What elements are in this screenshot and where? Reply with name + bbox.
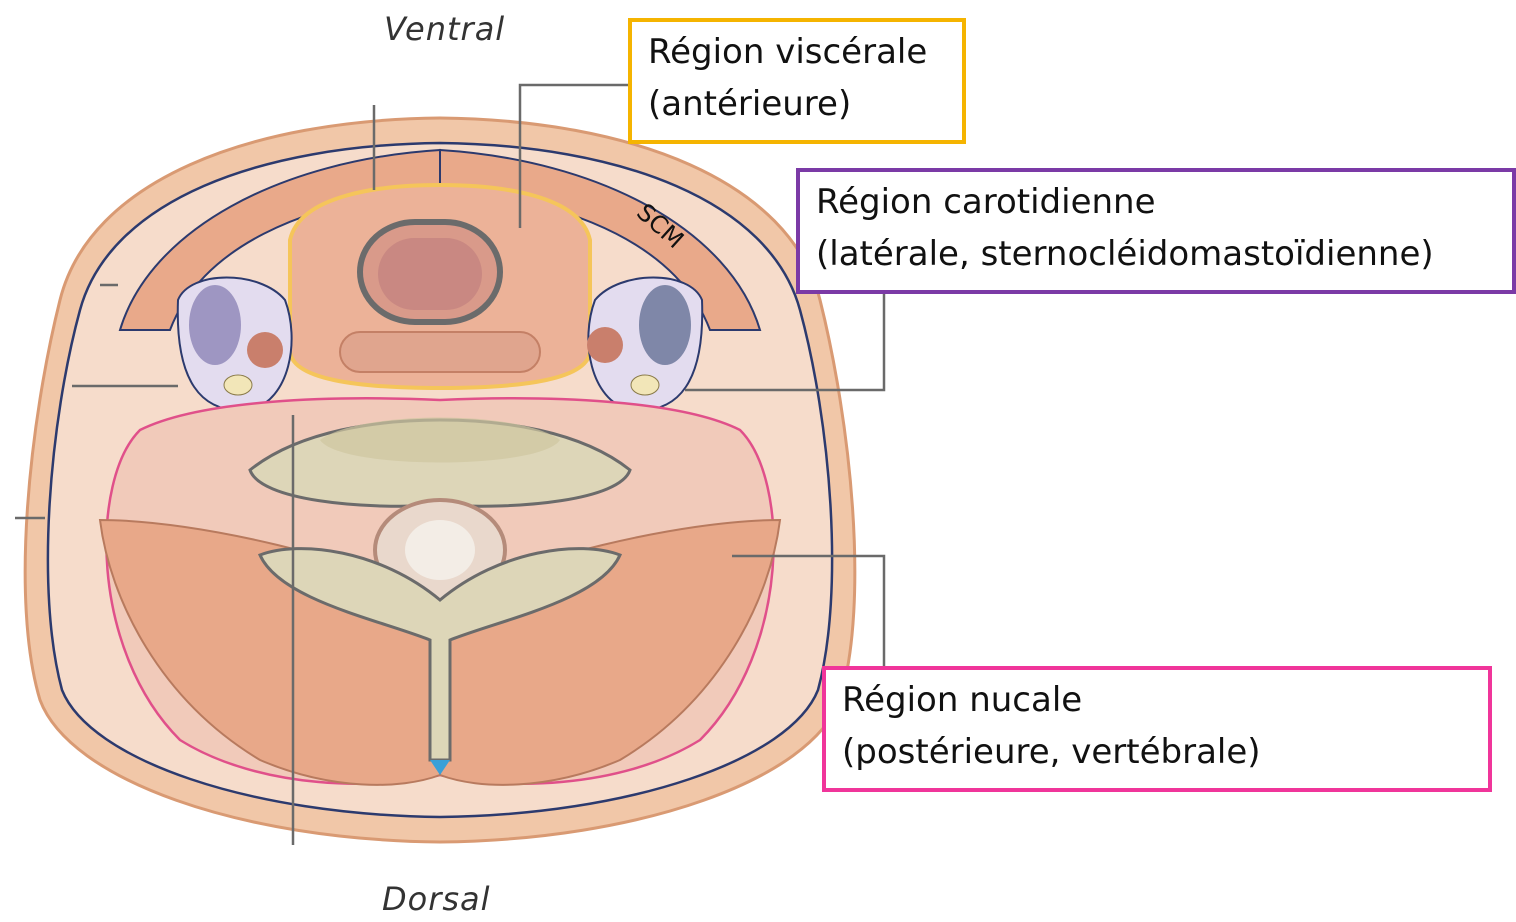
nucal-region-title: Région nucale [842, 674, 1488, 726]
visceral-region-subtitle: (antérieure) [648, 78, 962, 130]
nucal-region-label: Région nucale (postérieure, vertébrale) [822, 666, 1492, 792]
visceral-compartment [290, 185, 590, 388]
carotid-region-subtitle: (latérale, sternocléidomastoïdienne) [816, 228, 1512, 280]
nucal-region-subtitle: (postérieure, vertébrale) [842, 726, 1488, 778]
nucal-compartment [100, 398, 780, 785]
visceral-region-title: Région viscérale [648, 26, 962, 78]
dorsal-label: Dorsal [382, 880, 491, 918]
carotid-region-title: Région carotidienne [816, 176, 1512, 228]
carotid-region-label: Région carotidienne (latérale, sternoclé… [796, 168, 1516, 294]
visceral-region-label: Région viscérale (antérieure) [628, 18, 966, 144]
ventral-label: Ventral [384, 10, 505, 48]
